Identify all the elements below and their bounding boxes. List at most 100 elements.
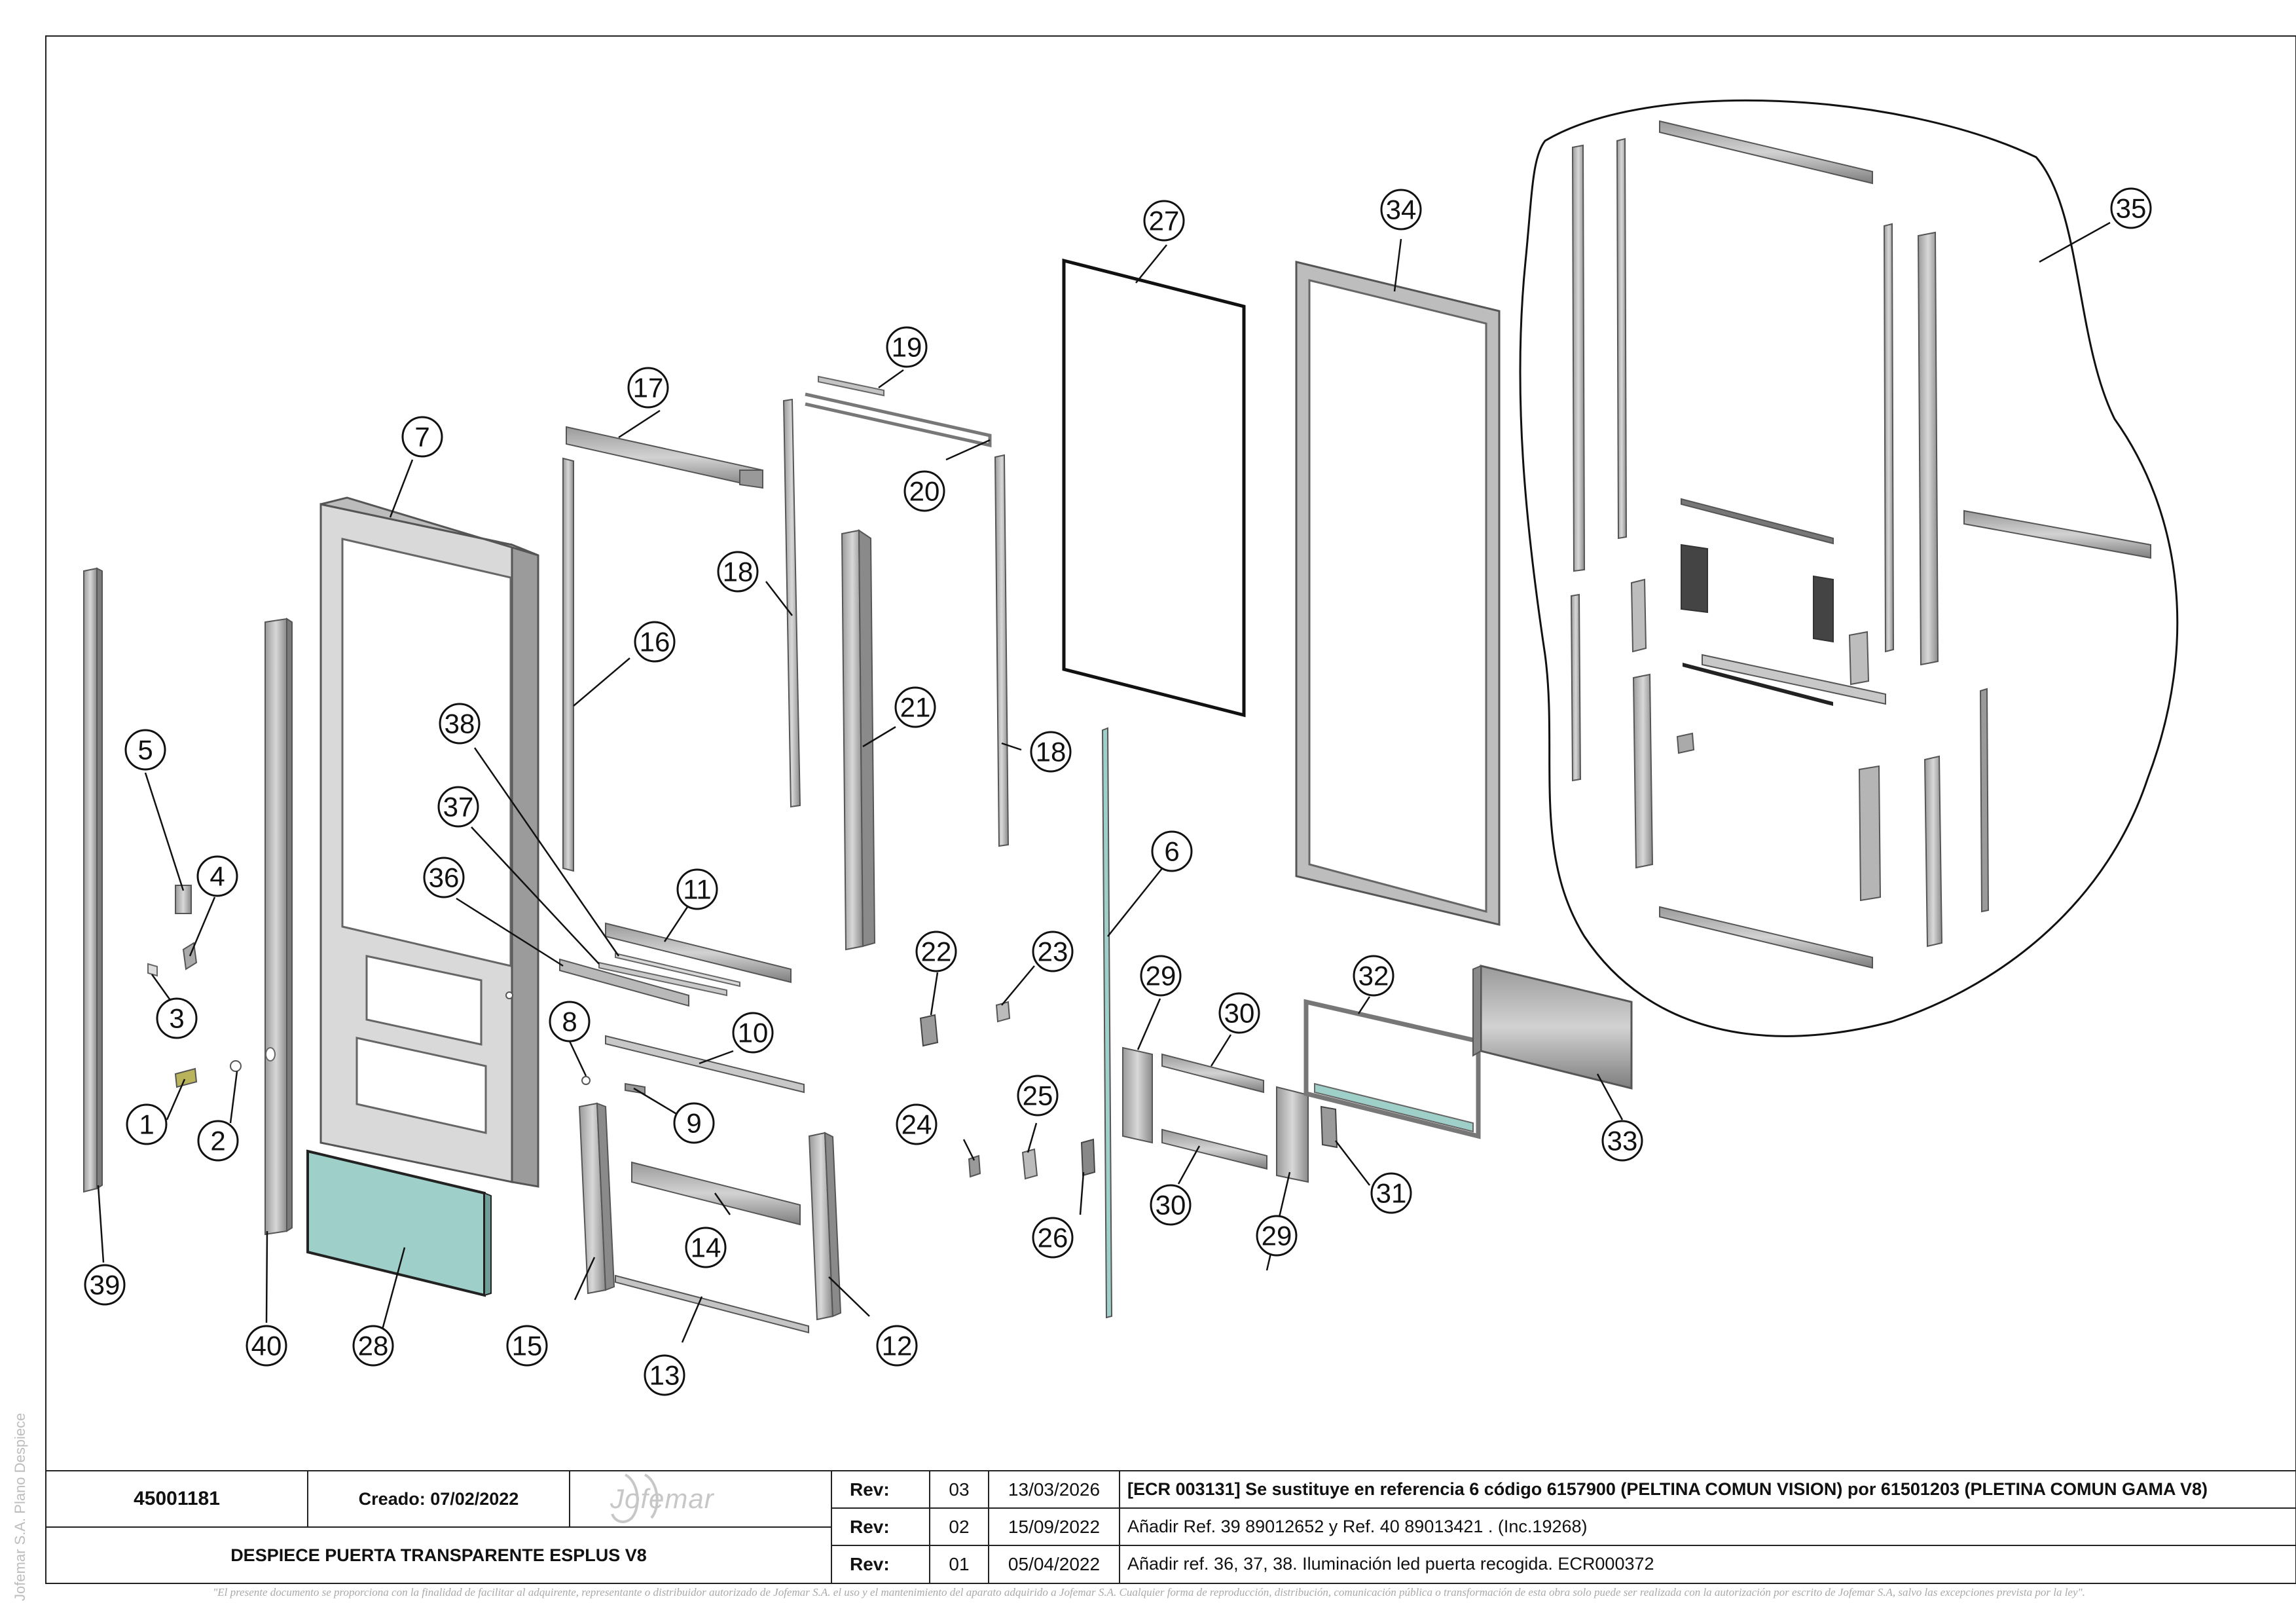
svg-text:1: 1 bbox=[139, 1109, 154, 1140]
svg-text:4: 4 bbox=[210, 861, 225, 892]
parts-12-13-14-15-brackets bbox=[578, 1102, 842, 1334]
callout-29a: 29 bbox=[1140, 955, 1182, 997]
svg-text:30: 30 bbox=[1156, 1190, 1186, 1221]
callout-3: 3 bbox=[156, 997, 198, 1039]
svg-text:31: 31 bbox=[1376, 1178, 1407, 1209]
rev-label: Rev: bbox=[850, 1516, 890, 1537]
callout-34: 34 bbox=[1380, 189, 1422, 231]
svg-text:32: 32 bbox=[1358, 961, 1389, 991]
svg-text:29: 29 bbox=[1146, 961, 1176, 991]
part-39-profile bbox=[83, 567, 103, 1193]
callout-24: 24 bbox=[896, 1103, 938, 1145]
rev-description: Añadir Ref. 39 89012652 y Ref. 40 890134… bbox=[1127, 1517, 1588, 1536]
part-7-door-frame bbox=[319, 496, 539, 1188]
svg-text:37: 37 bbox=[443, 792, 474, 822]
callout-36: 36 bbox=[423, 857, 465, 898]
svg-text:28: 28 bbox=[358, 1331, 389, 1361]
svg-text:40: 40 bbox=[251, 1331, 282, 1361]
side-watermark-text: Jofemar S.A. Plano Despiece bbox=[12, 1412, 28, 1601]
callout-2: 2 bbox=[197, 1120, 239, 1162]
title-block: 45001181 Creado: 07/02/2022 DESPIECE PUE… bbox=[46, 1471, 2296, 1583]
part-34-gasket-frame bbox=[1295, 261, 1501, 926]
callout-35: 35 bbox=[2110, 187, 2152, 229]
svg-text:8: 8 bbox=[562, 1006, 577, 1037]
svg-text:21: 21 bbox=[900, 692, 931, 723]
svg-text:18: 18 bbox=[1036, 737, 1066, 767]
callout-40: 40 bbox=[246, 1325, 287, 1367]
callout-27: 27 bbox=[1143, 200, 1185, 242]
rev-description: [ECR 003131] Se sustituye en referencia … bbox=[1127, 1479, 2208, 1499]
svg-text:36: 36 bbox=[429, 862, 460, 893]
parts-22-26-hardware bbox=[919, 1001, 1096, 1180]
part-18-19-20-frame-rods bbox=[782, 375, 1010, 847]
callout-39: 39 bbox=[84, 1264, 126, 1306]
callout-15: 15 bbox=[506, 1325, 548, 1367]
part-27-glass-pane bbox=[1062, 258, 1246, 718]
rev-number: 03 bbox=[949, 1479, 970, 1500]
parts-11-36-37-38-strips bbox=[559, 922, 792, 1007]
rev-date: 05/04/2022 bbox=[1008, 1553, 1101, 1574]
svg-text:17: 17 bbox=[633, 373, 664, 403]
callout-28: 28 bbox=[352, 1325, 394, 1367]
title-block-grid bbox=[46, 1470, 2296, 1584]
jofemar-logo-mark bbox=[611, 1473, 659, 1523]
callout-18a: 18 bbox=[717, 551, 759, 593]
leader-lines bbox=[97, 221, 2111, 1343]
svg-text:38: 38 bbox=[445, 709, 475, 739]
svg-text:23: 23 bbox=[1038, 936, 1068, 967]
callout-20: 20 bbox=[903, 470, 945, 512]
callout-11: 11 bbox=[676, 868, 718, 910]
callout-31: 31 bbox=[1370, 1172, 1412, 1214]
svg-text:39: 39 bbox=[90, 1270, 120, 1301]
callout-14: 14 bbox=[685, 1227, 727, 1268]
part-33-cover-panel bbox=[1472, 965, 1633, 1090]
rev-date: 13/03/2026 bbox=[1008, 1479, 1101, 1500]
svg-text:33: 33 bbox=[1607, 1126, 1638, 1156]
parts-1-5-small-hardware bbox=[147, 885, 242, 1088]
svg-text:25: 25 bbox=[1023, 1080, 1053, 1111]
part-16-17-rails bbox=[562, 426, 763, 872]
callout-25: 25 bbox=[1017, 1075, 1059, 1116]
callout-7: 7 bbox=[401, 416, 443, 458]
callout-10: 10 bbox=[732, 1012, 774, 1054]
rev-label: Rev: bbox=[850, 1479, 890, 1500]
svg-text:27: 27 bbox=[1149, 206, 1180, 236]
svg-text:22: 22 bbox=[921, 936, 952, 967]
svg-text:35: 35 bbox=[2116, 193, 2147, 224]
svg-text:6: 6 bbox=[1164, 836, 1179, 867]
callout-30a: 30 bbox=[1218, 992, 1260, 1034]
logo-text: Jofemar bbox=[610, 1483, 714, 1514]
callout-29b: 29 bbox=[1256, 1215, 1298, 1257]
callout-33: 33 bbox=[1601, 1120, 1643, 1162]
created-date: Creado: 07/02/2022 bbox=[358, 1488, 519, 1509]
drawing-title: DESPIECE PUERTA TRANSPARENTE ESPLUS V8 bbox=[230, 1545, 647, 1565]
svg-text:7: 7 bbox=[414, 422, 429, 452]
svg-text:24: 24 bbox=[902, 1109, 932, 1140]
svg-text:34: 34 bbox=[1386, 194, 1417, 225]
svg-text:15: 15 bbox=[512, 1331, 543, 1361]
callout-22: 22 bbox=[915, 931, 957, 972]
company-logo: Jofemar bbox=[602, 1477, 818, 1521]
svg-text:5: 5 bbox=[137, 735, 153, 766]
callout-17: 17 bbox=[627, 367, 669, 409]
callout-4: 4 bbox=[196, 855, 238, 897]
parts-29-32-led-assembly bbox=[1122, 999, 1481, 1183]
svg-text:29: 29 bbox=[1262, 1221, 1292, 1251]
callout-6: 6 bbox=[1151, 830, 1193, 872]
part-35-kit bbox=[1519, 99, 2179, 1037]
part-40-profile bbox=[264, 618, 293, 1236]
rev-label: Rev: bbox=[850, 1553, 890, 1574]
svg-text:18: 18 bbox=[723, 557, 754, 587]
svg-text:19: 19 bbox=[892, 332, 922, 363]
svg-text:14: 14 bbox=[691, 1232, 721, 1263]
callout-26: 26 bbox=[1032, 1217, 1074, 1259]
part-21-column bbox=[841, 529, 876, 951]
svg-text:26: 26 bbox=[1038, 1223, 1068, 1253]
rev-date: 15/09/2022 bbox=[1008, 1516, 1101, 1537]
callout-19: 19 bbox=[886, 326, 928, 368]
rev-description: Añadir ref. 36, 37, 38. Iluminación led … bbox=[1127, 1554, 1654, 1574]
callout-21: 21 bbox=[894, 686, 936, 728]
legal-footer: "El presente documento se proporciona co… bbox=[213, 1586, 2085, 1598]
rev-number: 02 bbox=[949, 1516, 970, 1537]
